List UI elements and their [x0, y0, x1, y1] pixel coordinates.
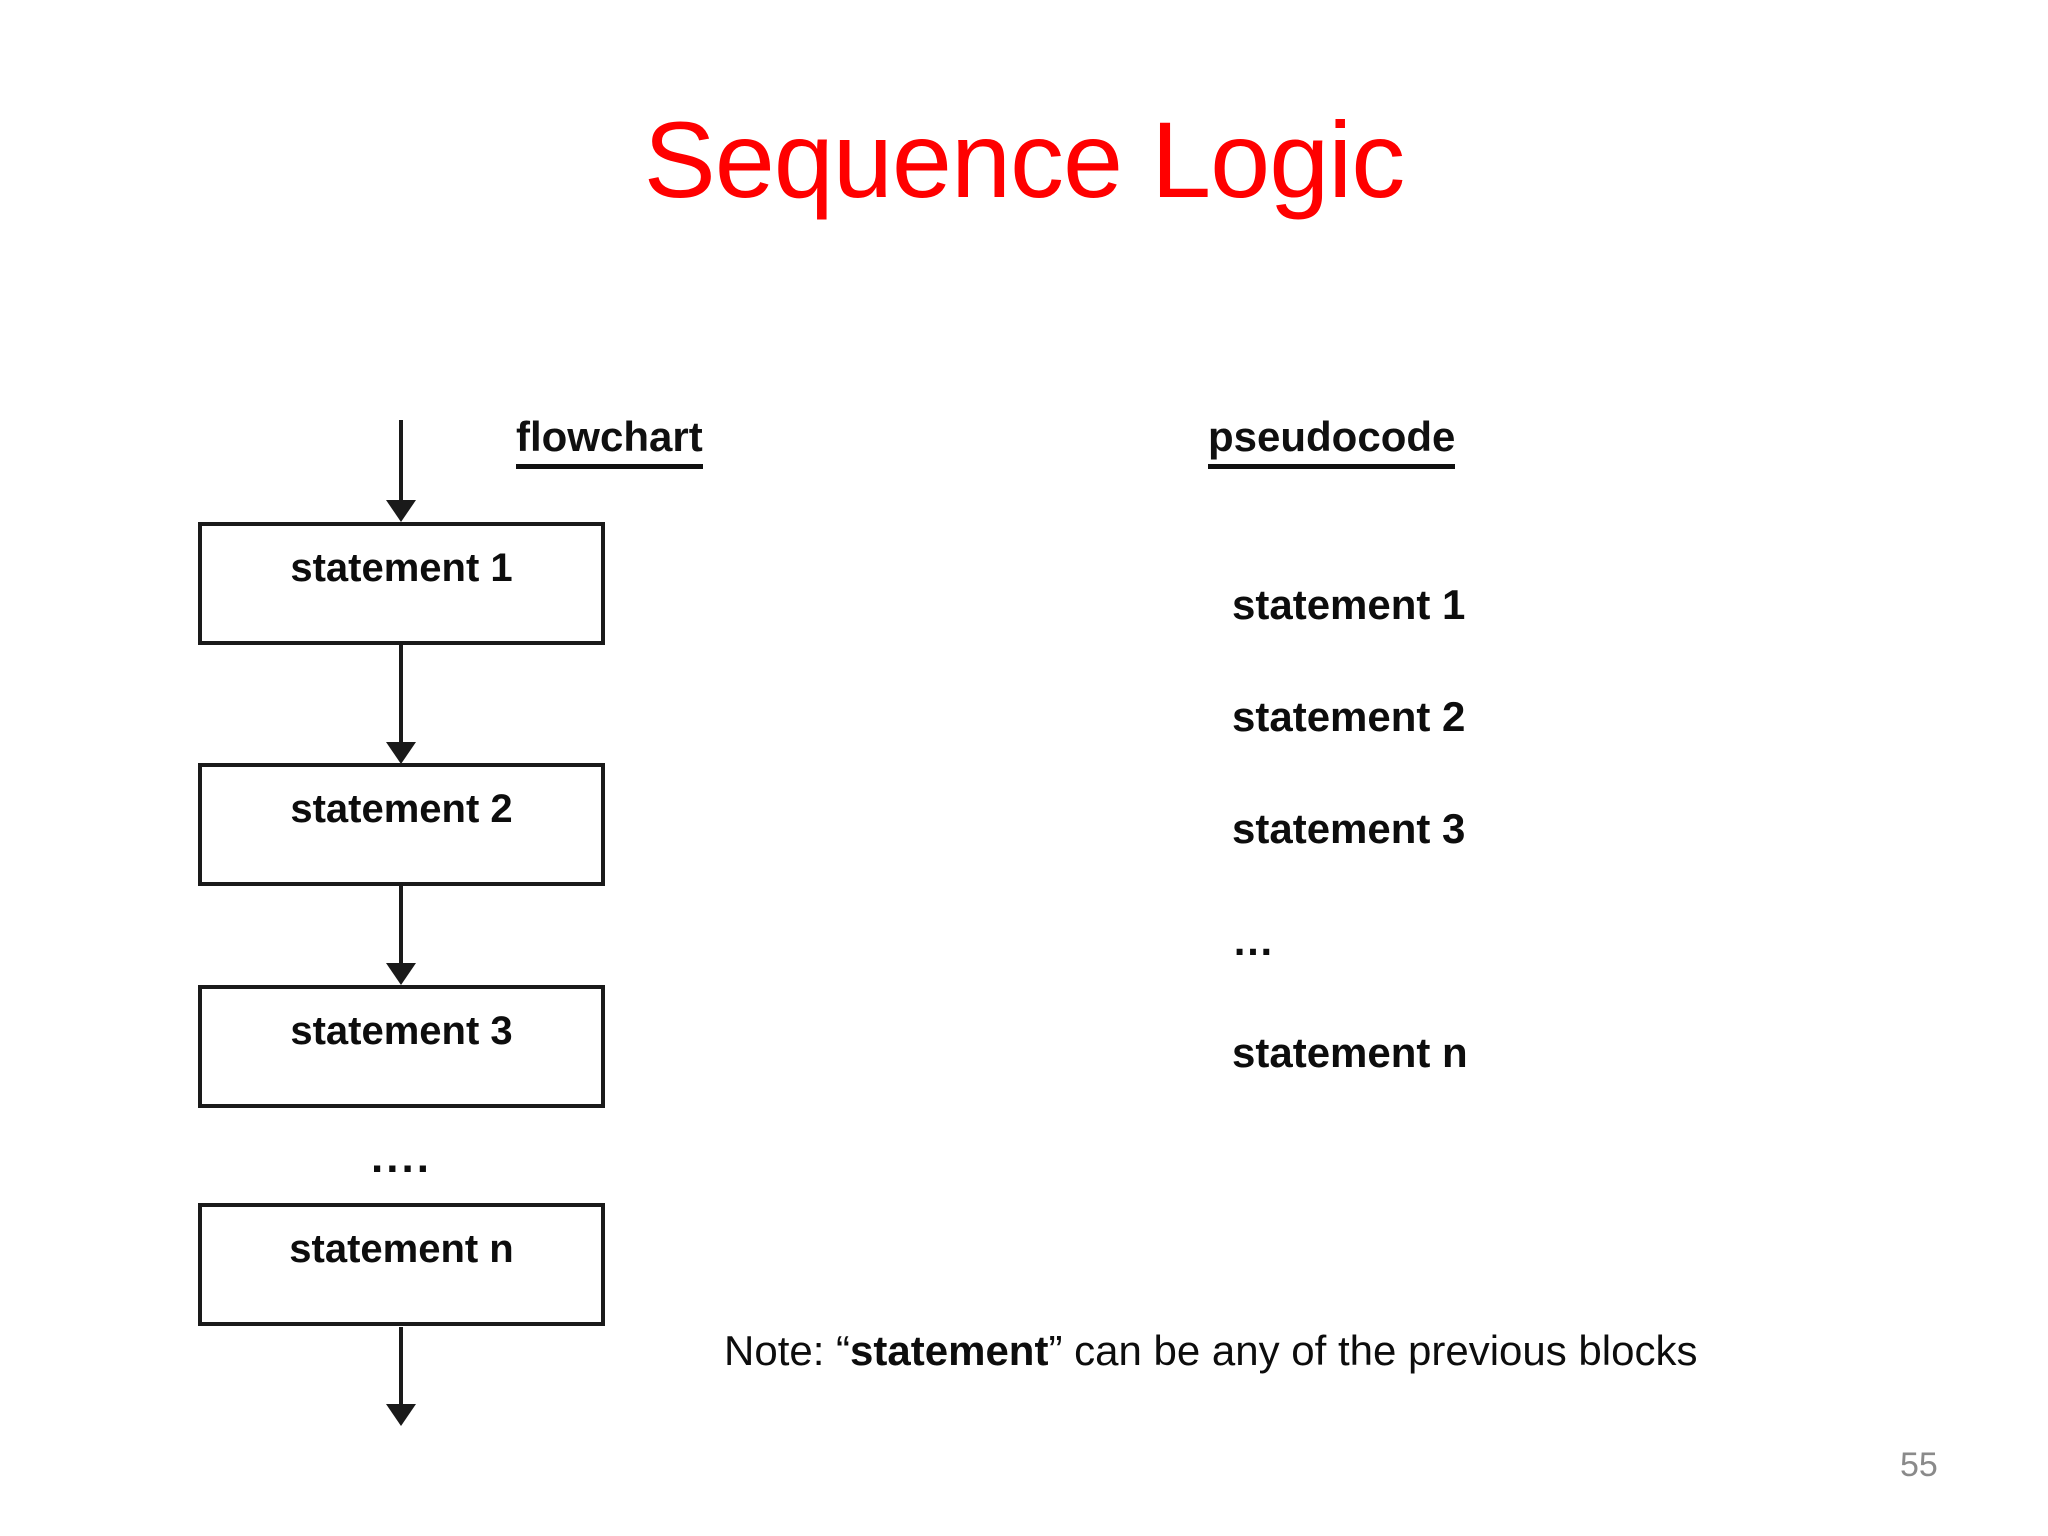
page-number: 55	[1900, 1446, 1938, 1484]
exit-arrow-shaft	[399, 1327, 403, 1407]
note-suffix: ” can be any of the previous blocks	[1048, 1327, 1698, 1374]
pseudocode-item: statement n	[1232, 1029, 1468, 1076]
entry-arrow-head-icon	[386, 500, 416, 522]
note-prefix: Note: “	[724, 1327, 851, 1374]
pseudocode-column-heading: pseudocode	[1208, 416, 1456, 469]
flowchart-box-statement-3: statement 3	[198, 985, 605, 1108]
note-text: Note: “statement” can be any of the prev…	[724, 1327, 1697, 1375]
connector-arrow-shaft-1	[399, 645, 403, 745]
flowchart-box-statement-1: statement 1	[198, 522, 605, 645]
page-title: Sequence Logic	[643, 99, 1406, 220]
pseudocode-list: statement 1 statement 2 statement 3 … st…	[1232, 582, 1932, 1142]
exit-arrow-head-icon	[386, 1404, 416, 1426]
flowchart-ellipsis: ....	[371, 1133, 432, 1182]
flowchart-diagram: statement 1 statement 2 statement 3 ....…	[0, 0, 760, 1536]
pseudocode-ellipsis: …	[1232, 917, 1275, 964]
flowchart-box-statement-n: statement n	[198, 1203, 605, 1326]
flowchart-column-heading: flowchart	[516, 416, 703, 469]
note-emphasis: statement	[850, 1327, 1049, 1374]
flowchart-box-label: statement 3	[290, 1009, 513, 1053]
flowchart-box-label: statement n	[289, 1227, 514, 1271]
pseudocode-item: statement 3	[1232, 805, 1466, 852]
flowchart-box-label: statement 2	[290, 787, 513, 831]
flowchart-box-statement-2: statement 2	[198, 763, 605, 886]
pseudocode-item: statement 2	[1232, 693, 1466, 740]
connector-arrow-shaft-2	[399, 886, 403, 966]
connector-arrow-head-icon-1	[386, 742, 416, 764]
flowchart-box-label: statement 1	[290, 546, 513, 590]
pseudocode-item: statement 1	[1232, 581, 1466, 628]
entry-arrow-shaft	[399, 420, 403, 504]
connector-arrow-head-icon-2	[386, 963, 416, 985]
